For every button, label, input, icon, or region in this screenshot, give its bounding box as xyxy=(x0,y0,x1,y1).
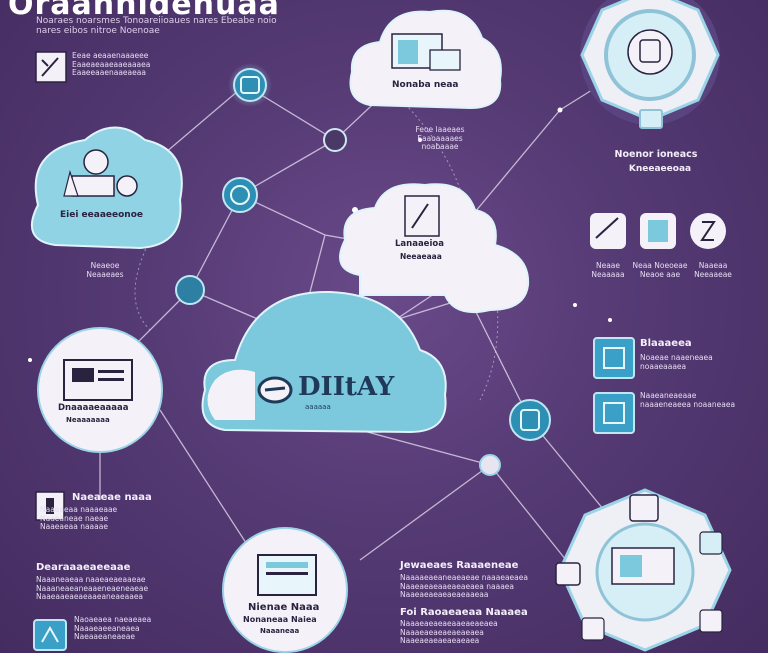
center-caption: aaaaaa xyxy=(305,403,331,411)
mid-cloud xyxy=(339,183,530,314)
left-list-body: Naaeaeaa naaaeaae Naaeaneae naeae Naaeae… xyxy=(40,505,118,532)
mid-cloud-caption: Neeaeaaa xyxy=(400,252,442,261)
mid-right-line1: Noaeae naaeneaea noaaeaaaea xyxy=(640,353,713,371)
right-bottom-body: Naaaaeaeaneaeaeae naaaeaeaea Naaeaeaeaae… xyxy=(400,573,528,600)
page-title: Oraannidenuaa xyxy=(8,0,280,22)
right-icon-tiles xyxy=(590,213,726,434)
center-label: DIItAY xyxy=(298,372,395,402)
tri-caption-1: Neaae Neaaaaa xyxy=(591,261,625,279)
bottom-circle xyxy=(222,527,348,653)
mid-right-heading: Blaaaeea xyxy=(640,338,692,349)
top-right-sub: Kneeaeeoaa xyxy=(628,164,692,174)
bottom-circle-label: Nienae Naaa xyxy=(248,602,320,613)
left-bottom-icon-note: Naoaeaea naeaeaea Naaaeaeeaneaea Naeaaea… xyxy=(74,615,152,642)
mid-cloud-label: Lanaaeioa xyxy=(395,239,444,249)
top-left-note: Eeae aeaaenaaaeee Eaaeaeaaeaaeaaaea Eaae… xyxy=(72,51,151,78)
top-right-gear xyxy=(580,0,720,129)
page-subtitle: Noaraes noarsmes Tonoareiioaues nares Eb… xyxy=(36,16,277,37)
left-monitor-label: Dnaaaaeaaaaa xyxy=(58,403,129,413)
right-bottom2-body: Naaaeaeaeaeaaeaeaeaea Naaaeaeaeaeaeaeaea… xyxy=(400,619,498,646)
left-monitor-caption: Neaaaaaaa xyxy=(66,416,110,424)
top-cloud-note: Feoe laaeaes Eaaoaaaaes noabaaae xyxy=(415,125,465,152)
top-left-framed-icon xyxy=(35,51,67,83)
top-cloud xyxy=(349,9,502,110)
center-cloud xyxy=(201,290,447,434)
mid-right-line2: Naaeaneaeaae naaaeneaeea noaaneaea xyxy=(640,391,736,409)
top-cloud-label: Nonaba neaa xyxy=(392,80,459,90)
tri-caption-2: Neaa Noeoeae Neaoe aae xyxy=(632,261,688,279)
left-cloud-label: Eiei eeaaeeonoe xyxy=(60,210,143,220)
left-cloud xyxy=(30,126,183,250)
left-bottom-body: Naaaneaeaa naaeaeaeaaeae Naaaneaeaneaaen… xyxy=(36,575,149,602)
right-bottom-heading: Jewaeaes Raaaeneae xyxy=(400,560,519,571)
left-cloud-note: Neaeoe Neaaeaes xyxy=(86,261,124,279)
left-monitor-circle xyxy=(37,327,163,453)
top-right-heading: Noenor ioneacs xyxy=(614,149,698,160)
left-list-heading: Naeaeae naaa xyxy=(72,492,152,503)
left-bottom-heading: Dearaaaeaeeaae xyxy=(36,562,131,573)
nodes xyxy=(28,107,612,476)
bottom-circle-caption: Nonaneaa Naiea xyxy=(243,615,317,624)
left-bottom-icons xyxy=(33,491,67,651)
tri-caption-3: Naaeaa Neeaaeae xyxy=(694,261,732,279)
bottom-right-gear xyxy=(555,488,732,652)
bottom-circle-note: Naaaneaa xyxy=(260,627,300,635)
top-left-icon-bubble xyxy=(228,63,272,107)
right-bottom2-heading: Foi Raoaeaeaa Naaaea xyxy=(400,607,528,618)
